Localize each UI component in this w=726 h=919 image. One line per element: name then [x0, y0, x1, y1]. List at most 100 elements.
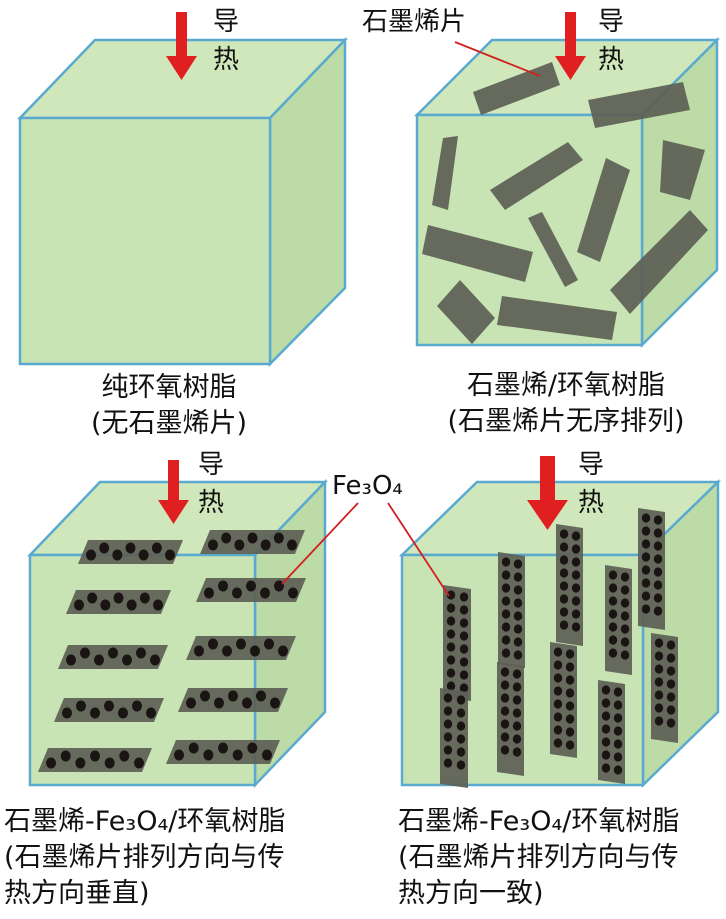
fe3o4-particle — [654, 716, 664, 726]
graphene-sheet — [588, 82, 690, 128]
fe3o4-particle — [571, 596, 581, 606]
fe3o4-particle — [456, 760, 466, 770]
fe3o4-particle — [608, 635, 618, 645]
fe3o4-particle — [559, 581, 569, 591]
fe3o4-particle — [654, 638, 664, 648]
graphene-sheet — [490, 142, 583, 210]
fe3o4-particle — [559, 568, 569, 578]
heat-label-line2: 热 — [198, 488, 224, 518]
fe3o4-particle — [613, 700, 623, 710]
fe3o4-particle — [620, 572, 630, 582]
fe3o4-particle — [601, 724, 611, 734]
fe3o4-particle — [553, 673, 563, 683]
fe3o4-particle — [234, 539, 245, 551]
fe3o4-particle — [565, 701, 575, 711]
fe3o4-particle — [500, 680, 510, 690]
fe3o4-particle — [501, 635, 511, 645]
panel-graphene-random: 导 热 石墨烯片 石墨烯/环氧树脂 (石墨烯片无序排列) — [362, 7, 721, 437]
arrow-head — [158, 500, 189, 524]
fe3o4-particle — [553, 725, 563, 735]
fe3o4-particle — [60, 750, 71, 762]
fe3o4-particle — [104, 757, 115, 769]
graphene-sheet — [660, 140, 705, 200]
fe3o4-particle — [666, 666, 676, 676]
fe3o4-particle — [513, 572, 523, 582]
arrow-shaft — [540, 456, 555, 502]
fe3o4-particle — [601, 698, 611, 708]
fe3o4-particle — [571, 583, 581, 593]
fe3o4-particle — [80, 647, 90, 659]
fe3o4-particle — [232, 749, 243, 761]
fe3o4-particle — [256, 690, 266, 702]
fe3o4-particle — [501, 583, 511, 593]
fe3o4-particle — [200, 690, 210, 702]
fe3o4-particle — [608, 609, 618, 619]
fe3o4-particle — [608, 622, 618, 632]
fe3o4-particle — [222, 645, 232, 657]
fe3o4-particle — [666, 692, 676, 702]
heat-arrow — [555, 12, 586, 80]
fe3o4-particle — [620, 611, 630, 621]
fe3o4-particle — [620, 650, 630, 660]
graphene-sheet — [498, 552, 525, 668]
fe3o4-particle — [565, 675, 575, 685]
arrow-head — [555, 56, 586, 80]
fe3o4-particle — [459, 683, 469, 693]
fe3o4-particle — [513, 585, 523, 595]
fe3o4-particle — [512, 669, 522, 679]
arrow-head — [166, 56, 197, 80]
fe3o4-particle — [247, 742, 258, 754]
fe3o4-particle — [264, 638, 274, 650]
fe3o4-particle — [641, 513, 651, 523]
fe3o4-particle — [620, 598, 630, 608]
fe3o4-particle — [501, 570, 511, 580]
fe3o4-particle — [613, 713, 623, 723]
fe3o4-particle — [608, 596, 618, 606]
fe3o4-particle — [456, 708, 466, 718]
fe3o4-particle — [260, 587, 270, 599]
fe3o4-label: Fe₃O₄ — [332, 471, 403, 501]
fe3o4-particle — [194, 645, 204, 657]
fe3o4-particle — [446, 603, 456, 613]
arrow-shaft — [168, 460, 179, 502]
fe3o4-particle — [613, 726, 623, 736]
heat-arrow — [158, 460, 189, 524]
fe3o4-particle — [247, 532, 258, 544]
fe3o4-particle — [500, 719, 510, 729]
aligned-sheets-vertical — [440, 508, 678, 788]
fe3o4-particle — [446, 668, 456, 678]
fe3o4-particle — [513, 637, 523, 647]
fe3o4-particle — [620, 637, 630, 647]
fe3o4-particle — [228, 690, 238, 702]
fe3o4-particle — [601, 711, 611, 721]
fe3o4-particle — [666, 705, 676, 715]
fe3o4-particle — [500, 745, 510, 755]
fe3o4-particle — [119, 750, 130, 762]
fe3o4-particle — [641, 539, 651, 549]
graphene-sheet — [528, 212, 578, 287]
fe3o4-particle — [118, 707, 128, 719]
fe3o4-particle — [512, 695, 522, 705]
fe3o4-particle — [443, 706, 453, 716]
fe3o4-particle — [666, 653, 676, 663]
fe3o4-particle — [288, 587, 298, 599]
cube-graphene-perpendicular — [27, 478, 328, 789]
fe3o4-particle — [74, 599, 84, 611]
fe3o4-particle — [559, 542, 569, 552]
graphene-sheet — [443, 585, 471, 701]
fe3o4-particle — [136, 647, 146, 659]
fe3o4-particle — [443, 693, 453, 703]
fe3o4-particle — [274, 580, 284, 592]
fe3o4-particle — [565, 649, 575, 659]
fe3o4-particle — [565, 740, 575, 750]
graphene-sheet — [497, 662, 524, 776]
fe3o4-particle — [221, 532, 232, 544]
fe3o4-particle — [654, 677, 664, 687]
fe3o4-particle — [512, 682, 522, 692]
graphene-sheet — [651, 633, 678, 743]
fe3o4-particle — [218, 580, 228, 592]
fe3o4-particle — [559, 555, 569, 565]
graphene-sheet-callout: 石墨烯片 — [362, 7, 466, 37]
fe3o4-particle — [46, 757, 56, 769]
